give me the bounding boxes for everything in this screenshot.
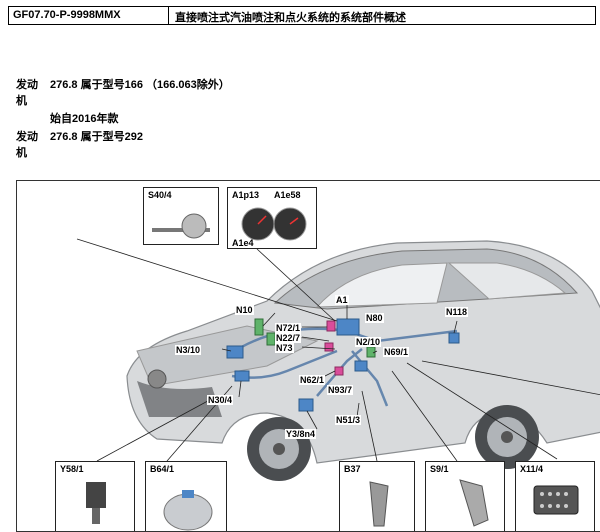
callout-n93-7: N93/7 bbox=[327, 385, 354, 395]
component-box-s40-4: S40/4 bbox=[143, 187, 219, 245]
system-component-figure: S40/4 A1p13 A1e58 A1e4 A1 N80 N10 N72/1 … bbox=[16, 180, 600, 532]
callout-y3-8n4: Y3/8n4 bbox=[285, 429, 317, 439]
callout-n118: N118 bbox=[445, 307, 469, 317]
diagnostic-connector-icon bbox=[533, 485, 579, 515]
accelerator-pedal-icon bbox=[369, 481, 389, 527]
row2-subtext: 始自2016年款 bbox=[50, 113, 119, 125]
callout-n51-3: N51/3 bbox=[335, 415, 362, 425]
valve-icon bbox=[86, 482, 106, 524]
callout-n73: N73 bbox=[275, 343, 294, 353]
callout-n72-1: N72/1 bbox=[275, 323, 302, 333]
row3-value: 276.8 属于型号292 bbox=[50, 131, 143, 143]
document-title: 直接喷注式汽油喷注和点火系统的系统部件概述 bbox=[175, 12, 406, 24]
callout-a1: A1 bbox=[335, 295, 349, 305]
component-box-y58-1: Y58/1 bbox=[55, 461, 135, 531]
row1-value: 276.8 属于型号166 （166.063除外） bbox=[50, 79, 230, 91]
document-header: GF07.70-P-9998MMX 直接喷注式汽油喷注和点火系统的系统部件概述 bbox=[8, 6, 596, 25]
steering-switch-icon bbox=[152, 213, 210, 239]
callout-n62-1: N62/1 bbox=[299, 375, 326, 385]
callout-n80: N80 bbox=[365, 313, 384, 323]
row1-key-line1: 发动 bbox=[16, 79, 38, 91]
document-code: GF07.70-P-9998MMX bbox=[9, 7, 169, 24]
callout-n30-4: N30/4 bbox=[207, 395, 234, 405]
row1-key-line2: 机 bbox=[16, 95, 27, 107]
component-box-a1: A1p13 A1e58 A1e4 bbox=[227, 187, 317, 249]
callout-n22-7: N22/7 bbox=[275, 333, 302, 343]
brake-pedal-switch-icon bbox=[459, 479, 489, 527]
row3-key-line1: 发动 bbox=[16, 131, 38, 143]
callout-n3-10: N3/10 bbox=[175, 345, 202, 355]
instrument-cluster-icon bbox=[241, 207, 307, 241]
row3-key-line2: 机 bbox=[16, 147, 27, 159]
component-box-b37: B37 bbox=[339, 461, 415, 531]
brake-booster-icon bbox=[163, 490, 213, 531]
callout-n2-10: N2/10 bbox=[355, 337, 382, 347]
component-box-s9-1: S9/1 bbox=[425, 461, 505, 531]
component-box-x11-4: X11/4 bbox=[515, 461, 595, 531]
callout-n69-1: N69/1 bbox=[383, 347, 410, 357]
component-box-b64-1: B64/1 bbox=[145, 461, 227, 531]
vehicle-illustration bbox=[76, 238, 600, 481]
callout-n10: N10 bbox=[235, 305, 254, 315]
